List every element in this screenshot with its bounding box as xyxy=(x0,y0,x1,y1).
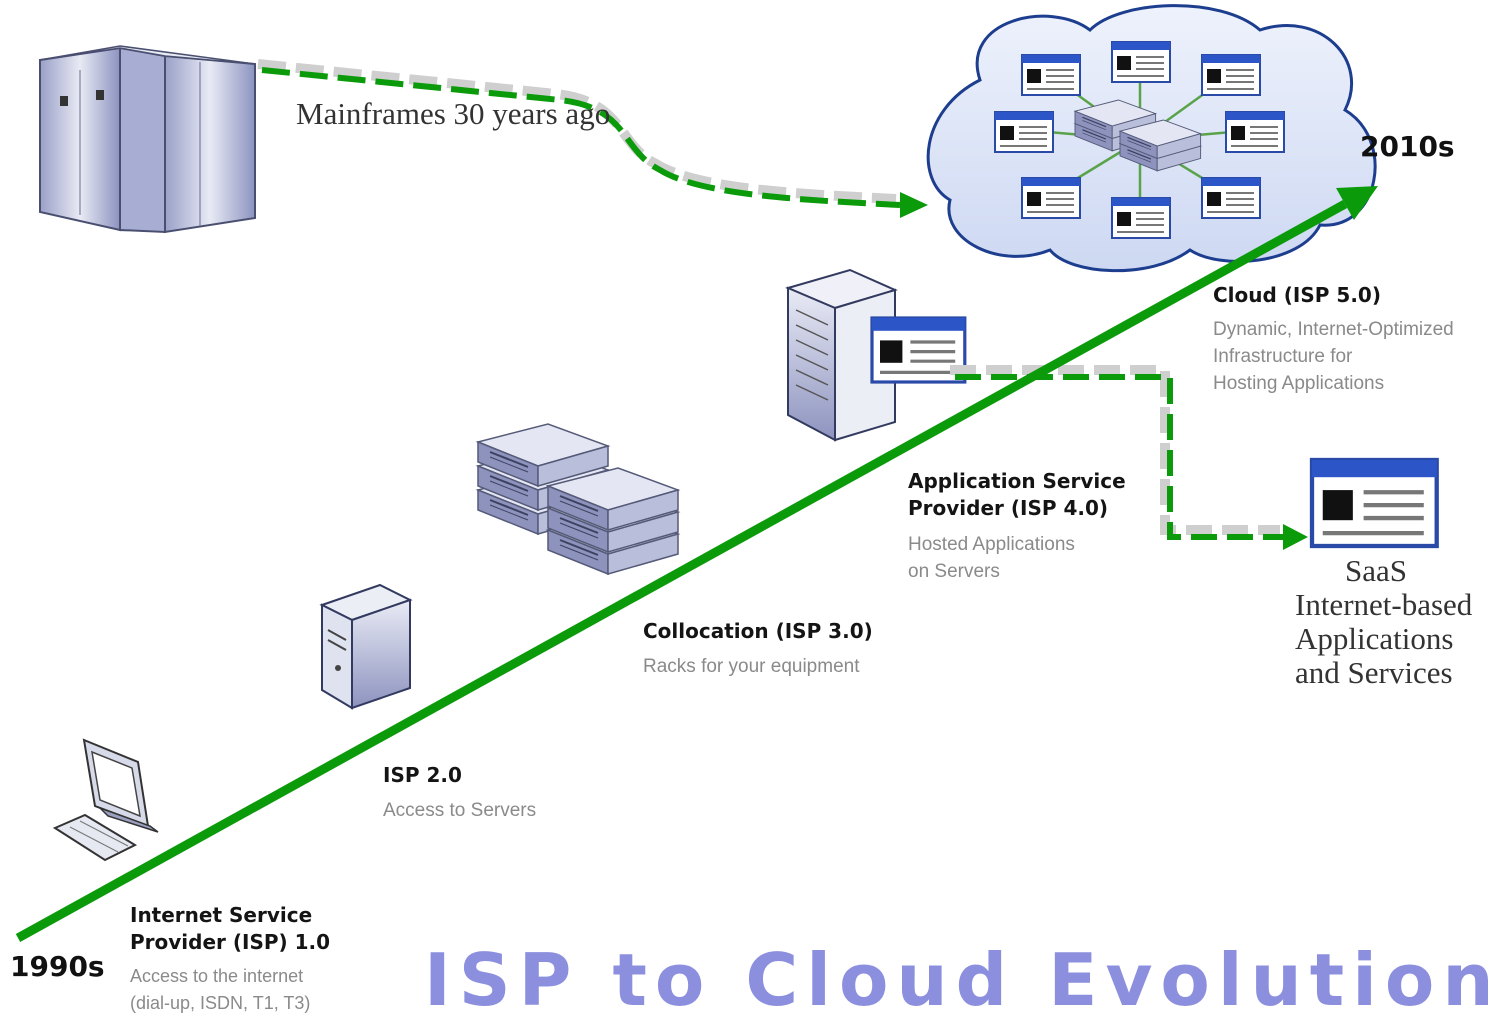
main-title: ISP to Cloud Evolution xyxy=(424,938,1502,1022)
desktop-computer-icon xyxy=(52,738,159,862)
era-end-label: 2010s xyxy=(1360,130,1455,163)
stage-isp1-desc: Access to the internet (dial-up, ISDN, T… xyxy=(130,966,311,1013)
mainframe-icon xyxy=(39,45,256,234)
timeline-arrow xyxy=(15,186,1378,942)
stage-isp1-title: Internet Service Provider (ISP) 1.0 xyxy=(130,903,331,954)
cloud-icon xyxy=(926,4,1377,273)
mainframe-to-cloud-dashed-arrow xyxy=(257,59,928,218)
era-start-label: 1990s xyxy=(10,950,105,983)
stage-isp5-title: Cloud (ISP 5.0) xyxy=(1213,283,1381,307)
stage-isp5-desc: Dynamic, Internet-Optimized Infrastructu… xyxy=(1213,319,1454,394)
asp-server-icon xyxy=(785,268,967,442)
stage-isp4-desc: Hosted Applications on Servers xyxy=(908,534,1075,582)
stage-isp3-title: Collocation (ISP 3.0) xyxy=(643,619,873,643)
saas-desc: Internet-based Applications and Services xyxy=(1295,587,1473,690)
mainframe-note: Mainframes 30 years ago xyxy=(296,96,611,131)
tower-server-icon xyxy=(319,583,413,710)
stage-isp4-title: Application Service Provider (ISP 4.0) xyxy=(908,469,1126,520)
saas-title: SaaS xyxy=(1345,553,1407,588)
asp-to-saas-dashed-arrow xyxy=(950,365,1308,550)
stage-isp2-title: ISP 2.0 xyxy=(383,763,462,787)
saas-app-window-icon xyxy=(1312,460,1437,546)
stage-isp2-desc: Access to Servers xyxy=(383,800,537,821)
stage-isp3-desc: Racks for your equipment xyxy=(643,656,860,677)
rack-servers-icon xyxy=(477,423,679,575)
